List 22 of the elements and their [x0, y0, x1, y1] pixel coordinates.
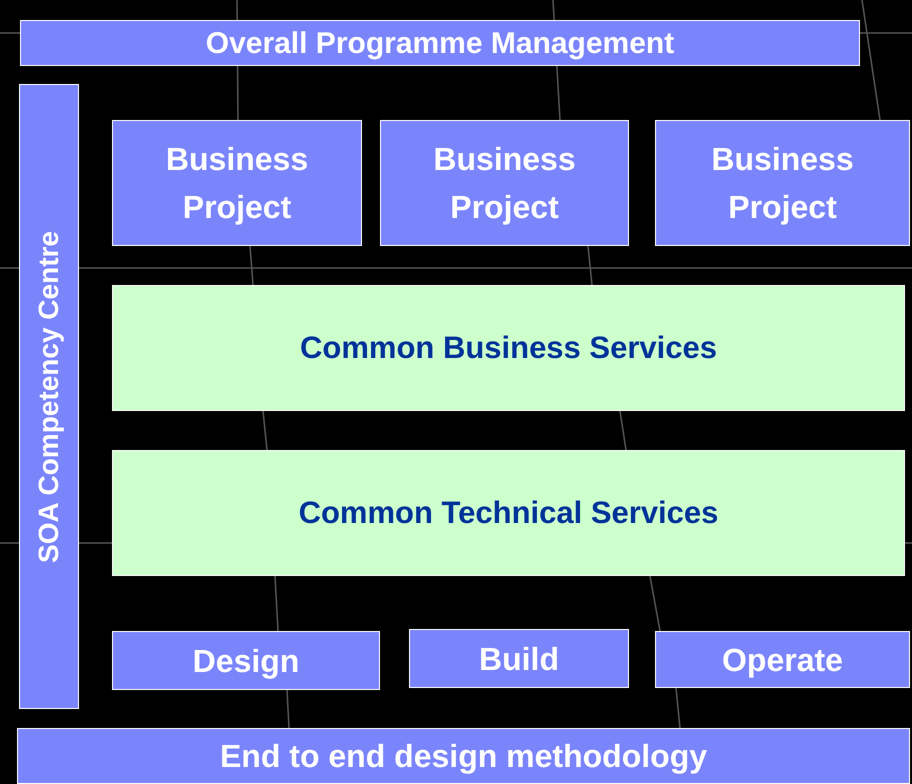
phase-box — [409, 629, 629, 688]
project-box — [655, 120, 910, 246]
node-label: Design — [192, 642, 300, 681]
node-label: SOA Competency Centre — [32, 230, 65, 562]
node-label: Business Project — [710, 140, 855, 227]
node-label: Build — [479, 640, 559, 678]
node-label: Operate — [722, 640, 843, 680]
competency-band — [19, 84, 79, 709]
project-box — [380, 120, 629, 246]
node-label: Overall Programme Management — [206, 26, 674, 62]
node-label: Business Project — [432, 140, 577, 227]
node-label: End to end design methodology — [220, 737, 708, 776]
methodology-band — [17, 728, 910, 784]
node-label: Common Business Services — [300, 328, 717, 367]
node-label: Business Project — [164, 140, 310, 227]
programme-band — [20, 20, 860, 66]
phase-box — [655, 631, 910, 688]
project-box — [112, 120, 362, 246]
node-label: Common Technical Services — [298, 494, 718, 532]
services-band — [112, 285, 905, 411]
phase-box — [112, 631, 380, 690]
services-band — [112, 450, 905, 576]
